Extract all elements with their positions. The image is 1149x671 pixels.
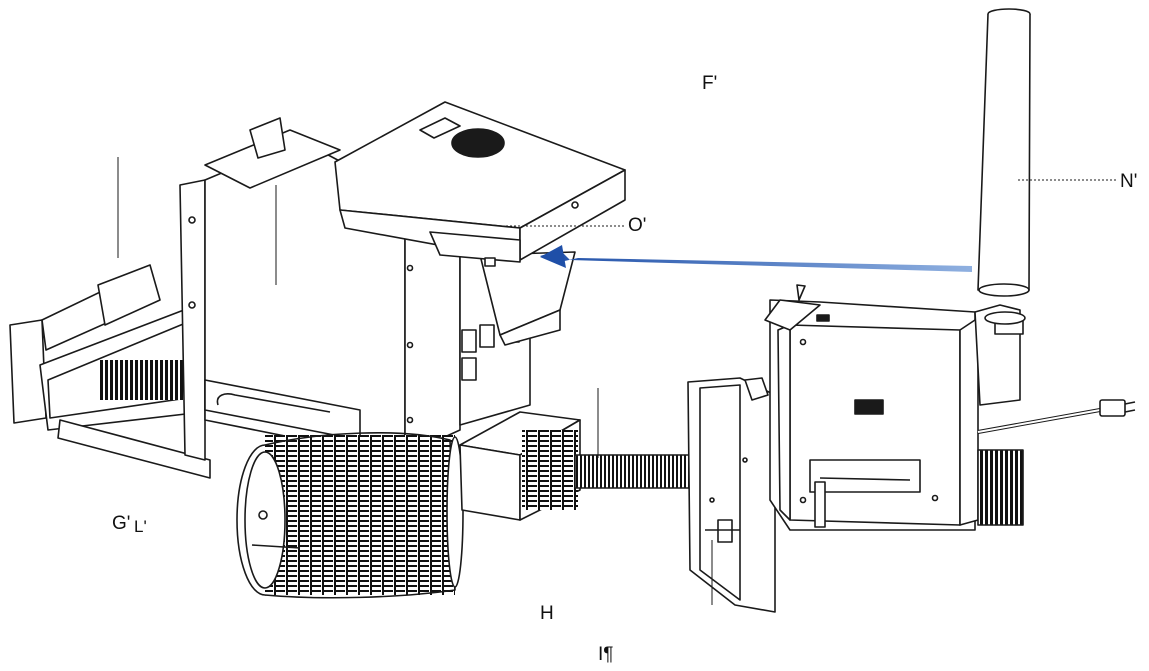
burner-unit — [764, 284, 1026, 531]
label-n: N' — [1120, 171, 1138, 192]
airflow-arrow — [540, 250, 972, 272]
connecting-hose — [574, 454, 701, 489]
mounting-plate — [687, 377, 776, 613]
hopper-lid — [334, 101, 626, 267]
label-g: G' — [112, 513, 131, 534]
chimney-pipe — [977, 8, 1031, 297]
center-grille-box — [459, 411, 581, 521]
leader-lines — [117, 157, 1116, 605]
label-l: L' — [134, 517, 147, 536]
label-o: O' — [628, 215, 647, 236]
label-h: H — [540, 603, 554, 624]
power-cord — [977, 399, 1136, 434]
label-i: I¶ — [598, 644, 614, 665]
airflow-arrowhead — [540, 245, 566, 268]
trommel-drum — [236, 432, 464, 599]
label-f: F' — [702, 73, 718, 94]
